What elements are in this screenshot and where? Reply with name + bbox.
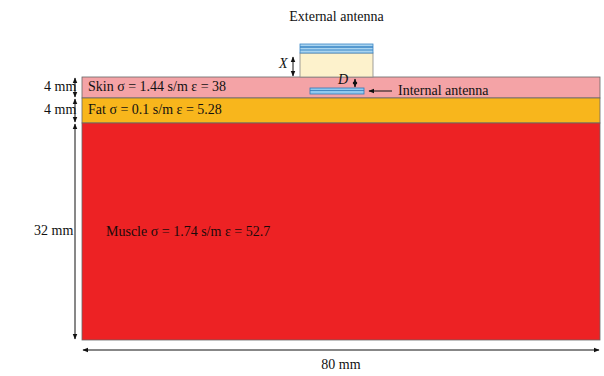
dimension-label: 4 mm [44, 79, 76, 95]
antenna-patch [310, 90, 364, 91]
fat-layer: Fat σ = 0.1 s/m ε = 5.28 [82, 98, 600, 123]
dimension-label: 32 mm [34, 223, 73, 239]
layer-label: Fat σ = 0.1 s/m ε = 5.28 [88, 101, 222, 119]
layer-label: Muscle σ = 1.74 s/m ε = 52.7 [106, 223, 270, 241]
internal-antenna [310, 88, 364, 94]
dimension-arrow [293, 57, 294, 76]
callout-label: Internal antenna [398, 83, 489, 99]
layer-label: External antenna [289, 8, 383, 26]
antenna-substrate [300, 53, 373, 77]
muscle-layer [82, 123, 600, 340]
antenna-layers [300, 44, 373, 53]
dimension-arrow [355, 79, 356, 87]
leader-arrow [369, 91, 392, 92]
muscle-layer: Muscle σ = 1.74 s/m ε = 52.7 [82, 123, 600, 340]
distance-label: X [279, 56, 288, 72]
layer-label: Skin σ = 1.44 s/m ε = 38 [88, 78, 226, 96]
dimension-arrow [83, 350, 599, 351]
distance-label: D [338, 72, 348, 88]
antenna-patch [300, 50, 373, 51]
external-antenna: External antenna [300, 44, 373, 77]
fat-layer [82, 98, 600, 123]
antenna-patch [300, 46, 373, 48]
dimension-arrow [75, 124, 76, 339]
dimension-label: 4 mm [44, 102, 76, 118]
dimension-label: 80 mm [321, 357, 360, 373]
